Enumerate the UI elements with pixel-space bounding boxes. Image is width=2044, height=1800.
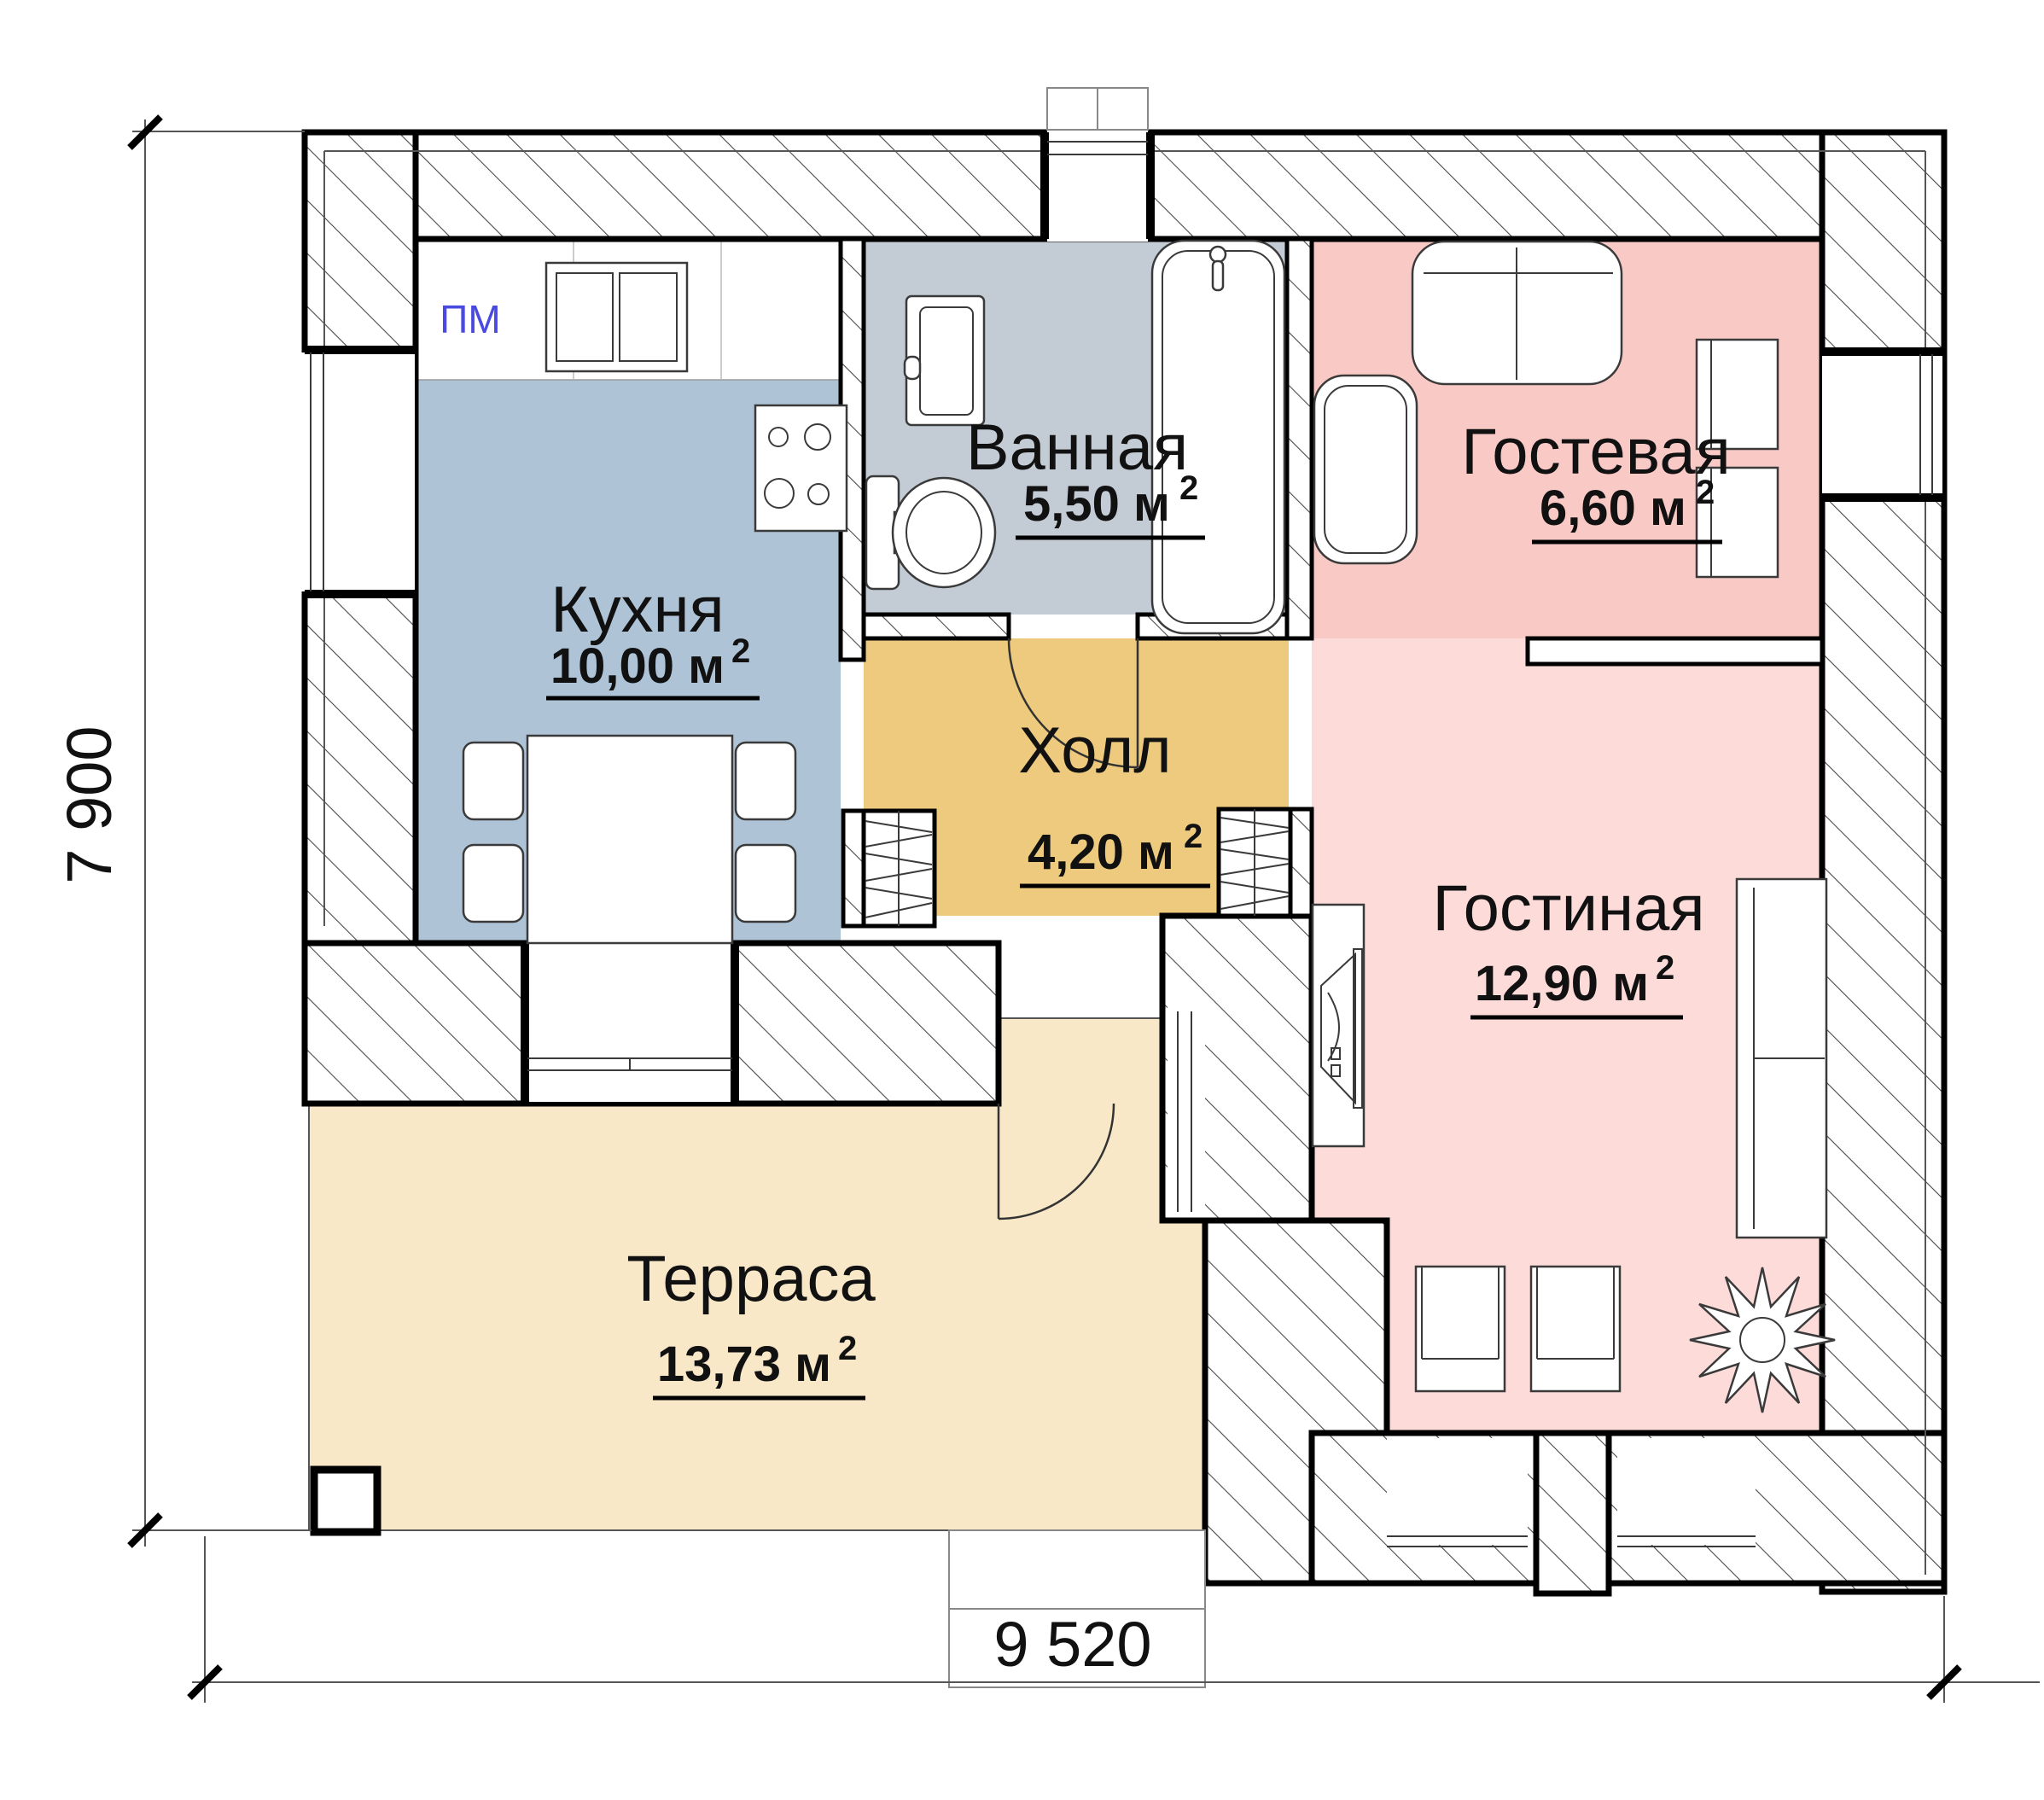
guest-bed [1411, 240, 1623, 386]
guest-chair-1 [1695, 338, 1779, 451]
door-hall-terrace [997, 1103, 1115, 1220]
door-bathroom [1007, 638, 1139, 769]
tv-cabinet [1311, 903, 1366, 1148]
room-terrace-name: Терраса [626, 1243, 876, 1315]
room-hall-name: Холл [1018, 714, 1171, 787]
appliance-pm-label: ПМ [440, 297, 500, 341]
room-kitchen-name: Кухня [550, 574, 724, 646]
washbasin [903, 294, 986, 427]
dimension-height-label: 7 900 [54, 725, 125, 883]
terrace-column [310, 1465, 381, 1536]
room-guest-name: Гостевая [1461, 416, 1731, 488]
armchair-2 [1529, 1265, 1622, 1393]
dimension-width-label: 9 520 [993, 1609, 1151, 1680]
furniture [310, 239, 1836, 1688]
wall-bathroom-hall-left [861, 612, 1011, 641]
wall-terrace-right [1202, 1217, 1390, 1587]
toilet [865, 475, 997, 591]
wardrobe-right [1216, 807, 1293, 918]
window-guest-right [1822, 347, 1942, 502]
kitchen-sink [544, 261, 689, 373]
room-guest-area-sup: 2 [1696, 474, 1715, 511]
window-living-bottom-2 [1617, 1438, 1756, 1547]
stove [754, 404, 848, 533]
room-living-area: 12,90 м [1475, 956, 1649, 1011]
bathtub [1150, 239, 1286, 635]
window-kitchen-bottom [521, 940, 739, 1104]
doors [997, 638, 1139, 1220]
window-bathroom-top [1040, 87, 1155, 242]
dimensions: 7 900 9 520 [54, 114, 2040, 1703]
room-hall-area-sup: 2 [1184, 818, 1203, 855]
label-guest: Гостевая 6,60 м 2 [1461, 416, 1731, 545]
room-terrace-area: 13,73 м [657, 1337, 831, 1392]
dimension-height: 7 900 [54, 114, 312, 1548]
wall-bathroom-guest [1284, 236, 1314, 641]
room-bathroom-area: 5,50 м [1023, 476, 1170, 532]
room-hall-area: 4,20 м [1028, 824, 1174, 880]
wall-guest-living [1525, 636, 1825, 667]
room-kitchen-area: 10,00 м [550, 638, 725, 694]
label-bathroom: Ванная 5,50 м 2 [966, 411, 1205, 540]
armchair-1 [1414, 1265, 1506, 1393]
dining-table [462, 734, 797, 945]
room-living-area-sup: 2 [1656, 949, 1674, 987]
wall-pier [1533, 1430, 1612, 1597]
room-living-name: Гостиная [1433, 872, 1705, 945]
terrace-steps [948, 1529, 1206, 1688]
window-terrace-slider [1168, 1007, 1205, 1216]
window-kitchen-left [300, 346, 416, 598]
window-living-bottom-1 [1387, 1438, 1528, 1547]
room-bathroom-name: Ванная [966, 411, 1188, 484]
wall-stub-left [841, 808, 866, 929]
room-bathroom-area-sup: 2 [1179, 469, 1198, 507]
label-hall: Холл 4,20 м 2 [1018, 714, 1210, 888]
guest-sofa [1313, 374, 1418, 565]
windows [300, 87, 1942, 1547]
plant [1689, 1267, 1836, 1413]
living-sofa [1735, 877, 1828, 1239]
label-living: Гостиная 12,90 м 2 [1433, 872, 1705, 1020]
dimension-width: 9 520 [187, 1536, 2040, 1703]
wall-kitchen-bathroom [838, 236, 866, 662]
room-guest-area: 6,60 м [1540, 481, 1686, 536]
label-kitchen: Кухня 10,00 м 2 [546, 574, 760, 701]
wardrobe-left [861, 808, 937, 929]
room-labels: ПМ Кухня 10,00 м 2 Ванная 5,50 м 2 Госте… [440, 297, 1731, 1401]
guest-chair-2 [1695, 466, 1779, 579]
room-terrace-area-sup: 2 [838, 1330, 857, 1367]
wall-stub-right [1288, 807, 1314, 918]
label-terrace: Терраса 13,73 м 2 [626, 1243, 876, 1401]
room-living-floor [1312, 638, 1822, 1433]
room-kitchen-area-sup: 2 [731, 632, 750, 670]
